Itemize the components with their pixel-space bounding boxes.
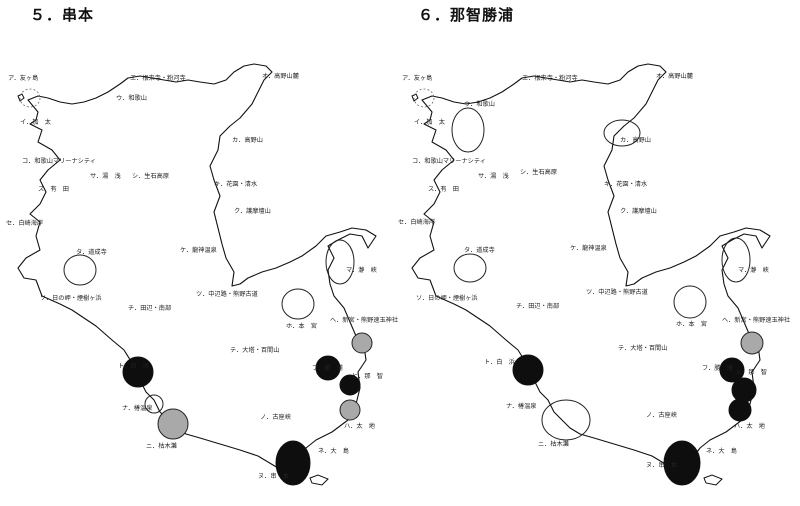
- place-label: フ．勝 浦: [702, 364, 733, 372]
- place-label: オ．高野山麓: [656, 72, 693, 80]
- region-marker: [19, 88, 41, 108]
- place-label: エ．根来寺・粉河寺: [522, 74, 578, 82]
- place-label: セ．白崎海岸: [398, 218, 435, 226]
- place-label: ニ．枯木灘: [146, 442, 177, 450]
- place-label: ノ．古座峡: [646, 411, 677, 419]
- place-label: ト．白 浜: [484, 358, 515, 366]
- place-label: ニ．枯木灘: [538, 440, 569, 448]
- place-label: テ．大塔・百間山: [230, 346, 279, 354]
- place-label: ヌ．串 本: [258, 472, 289, 480]
- region-marker: [663, 440, 701, 486]
- place-label: ヌ．串 本: [646, 461, 677, 469]
- place-label: ノ．古座峡: [260, 413, 291, 421]
- place-labels: ア．友ヶ島 イ．加 太 ウ．和歌山 エ．根来寺・粉河寺 オ．高野山麓 カ．高野山…: [398, 72, 790, 469]
- place-label: ツ．中辺路・熊野古道: [196, 290, 258, 298]
- region-marker: [351, 332, 373, 354]
- region-marker: [63, 254, 97, 286]
- place-label: キ．花園・清水: [604, 180, 648, 188]
- place-label: ア．友ヶ島: [8, 74, 38, 82]
- place-label: イ．加 太: [414, 118, 445, 126]
- place-label: ケ．龍神温泉: [180, 246, 217, 254]
- region-marker: [275, 440, 311, 486]
- place-label: フ．勝 浦: [312, 364, 343, 372]
- place-label: ヒ．那 智: [352, 372, 383, 380]
- place-label: ネ．大 島: [706, 447, 737, 455]
- place-label: ス．有 田: [38, 185, 69, 193]
- place-label: ナ．椿温泉: [506, 402, 536, 410]
- place-label: シ．生石高原: [520, 168, 557, 176]
- place-label: マ．瀞 峡: [346, 266, 377, 274]
- region-marker: [315, 355, 341, 381]
- region-marker: [451, 107, 485, 153]
- map-6-nachikatsuura: ア．友ヶ島 イ．加 太 ウ．和歌山 エ．根来寺・粉河寺 オ．高野山麓 カ．高野山…: [398, 63, 790, 486]
- place-label: エ．根来寺・粉河寺: [130, 74, 186, 82]
- place-label: ヘ．新宮・熊野速玉神社: [330, 316, 398, 324]
- place-label: ウ．和歌山: [116, 94, 147, 102]
- place-label: ケ．龍神温泉: [570, 244, 607, 252]
- place-label: ソ．日の岬・煙樹ヶ浜: [416, 294, 478, 302]
- region-marker: [512, 354, 544, 386]
- place-label: サ．湯 浅: [90, 172, 121, 180]
- place-label: ヒ．那 智: [736, 368, 767, 376]
- region-marker: [339, 399, 361, 421]
- place-label: ナ．椿温泉: [122, 404, 152, 412]
- region-marker: [603, 119, 641, 147]
- place-label: ネ．大 島: [318, 447, 349, 455]
- map-5-kushimoto: ア．友ヶ島 イ．加 太 ウ．和歌山 エ．根来寺・粉河寺 オ．高野山麓 カ．高野山…: [6, 63, 398, 486]
- place-label: タ．道成寺: [464, 246, 495, 254]
- place-label: ク．護摩壇山: [234, 207, 271, 215]
- map-title-kushimoto: ５．串本: [30, 6, 95, 24]
- place-label: シ．生石高原: [132, 172, 169, 180]
- place-label: ホ．本 宮: [286, 322, 317, 330]
- place-label: セ．白崎海岸: [6, 219, 43, 227]
- region-marker: [740, 331, 764, 355]
- place-label: カ．高野山: [620, 136, 651, 144]
- place-label: ト．白 浜: [118, 362, 149, 370]
- place-label: ツ．中辺路・熊野古道: [586, 288, 648, 296]
- region-marker: [325, 239, 355, 285]
- region-marker: [413, 88, 435, 108]
- place-label: カ．高野山: [232, 136, 263, 144]
- region-marker: [339, 374, 361, 396]
- map-title-nachikatsuura: ６．那智勝浦: [418, 6, 515, 24]
- region-marker: [731, 377, 757, 403]
- place-labels: ア．友ヶ島 イ．加 太 ウ．和歌山 エ．根来寺・粉河寺 オ．高野山麓 カ．高野山…: [6, 72, 398, 480]
- region-marker: [157, 408, 189, 440]
- place-label: テ．大塔・百間山: [618, 344, 667, 352]
- place-label: タ．道成寺: [76, 248, 107, 256]
- region-marker: [721, 237, 751, 283]
- region-marker: [453, 253, 487, 283]
- place-label: ア．友ヶ島: [402, 74, 432, 82]
- place-label: ス．有 田: [428, 185, 459, 193]
- region-marker: [719, 357, 745, 383]
- place-label: コ．和歌山マリーナシティ: [22, 157, 96, 165]
- place-label: オ．高野山麓: [262, 72, 299, 80]
- place-label: ハ．太 地: [734, 422, 765, 430]
- region-marker: [281, 288, 315, 320]
- place-label: チ．田辺・南部: [516, 302, 559, 310]
- place-label: ソ．日の岬・煙樹ヶ浜: [40, 294, 102, 302]
- place-label: ハ．太 地: [344, 422, 375, 430]
- place-label: サ．湯 浅: [478, 172, 509, 180]
- place-label: マ．瀞 峡: [738, 266, 769, 274]
- region-marker: [673, 285, 707, 319]
- region-marker: [728, 398, 752, 422]
- region-marker: [122, 356, 154, 388]
- place-label: キ．花園・清水: [214, 180, 258, 188]
- place-label: ヘ．新宮・熊野速玉神社: [722, 316, 790, 324]
- place-label: イ．加 太: [20, 118, 51, 126]
- place-label: ウ．和歌山: [464, 100, 495, 108]
- place-label: ホ．本 宮: [676, 320, 707, 328]
- place-label: チ．田辺・南部: [128, 304, 171, 312]
- place-label: コ．和歌山マリーナシティ: [412, 157, 486, 165]
- region-marker: [541, 399, 591, 441]
- place-label: ク．護摩壇山: [620, 207, 657, 215]
- region-marker: [144, 394, 164, 414]
